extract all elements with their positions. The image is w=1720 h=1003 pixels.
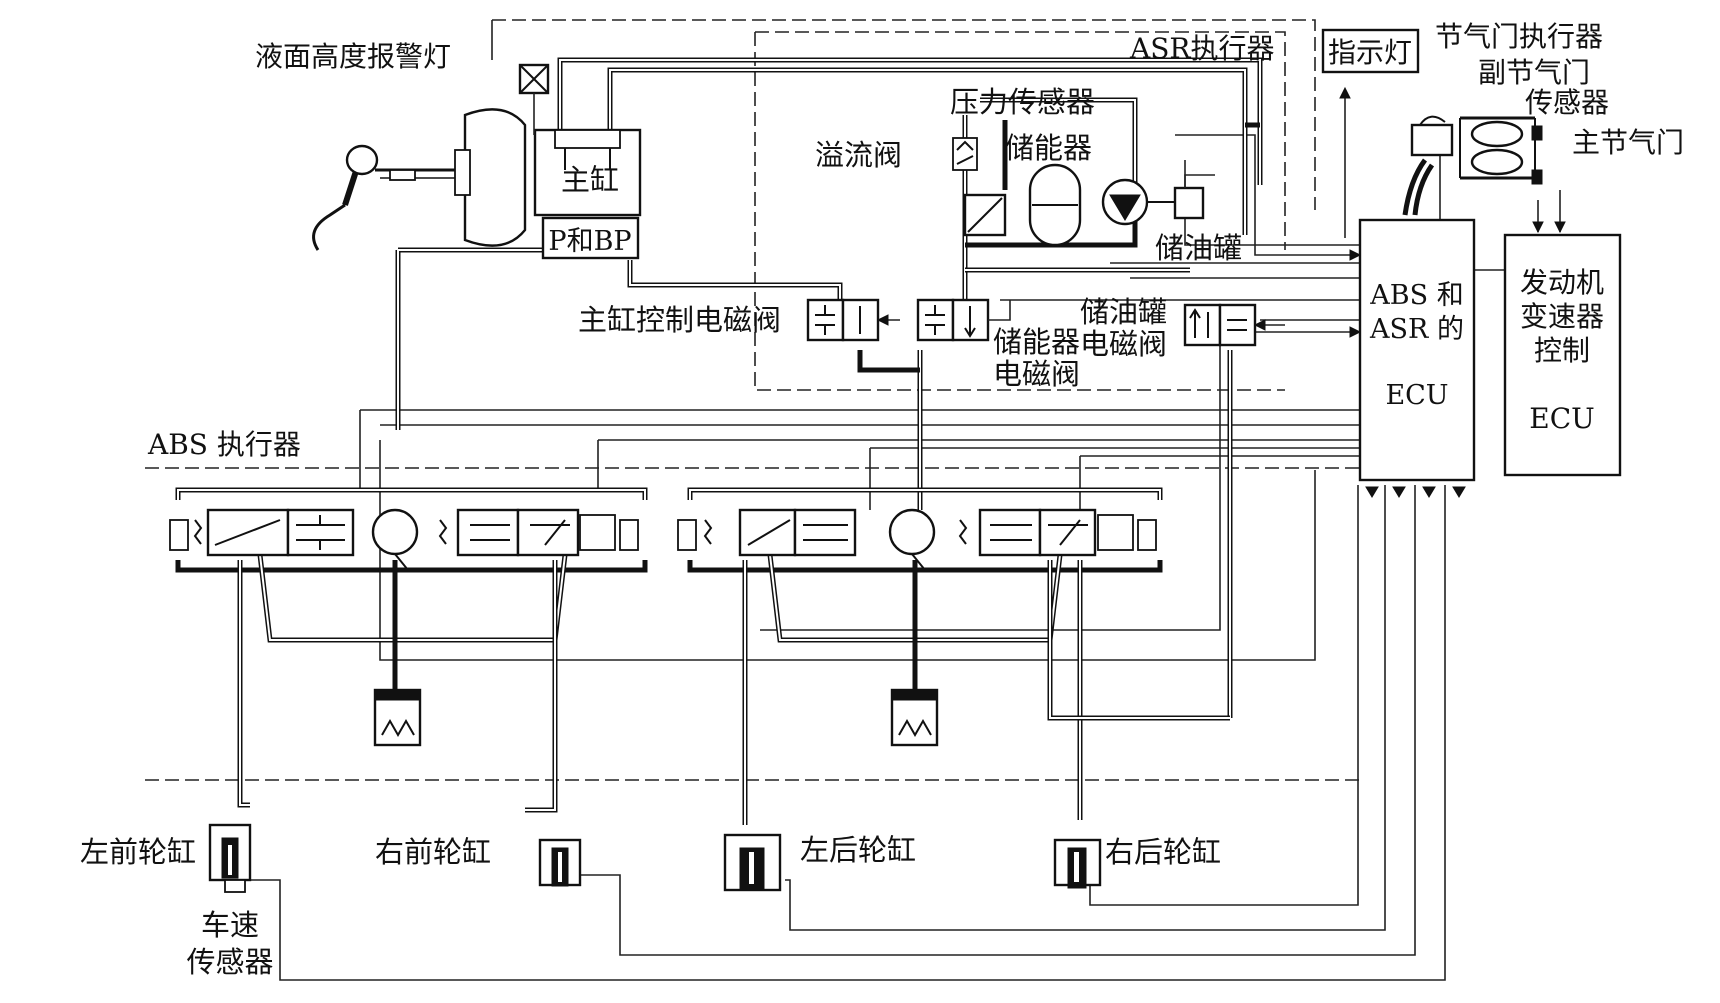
sub-throttle-sensor-label-2: 传感器 xyxy=(1525,86,1609,119)
abs-rear-valves xyxy=(677,508,1157,571)
engine-ecu-label-3: 控制 xyxy=(1534,334,1590,367)
engine-transmission-ecu xyxy=(1503,233,1622,477)
engine-ecu-label-4: ECU xyxy=(1529,402,1594,435)
reservoir-solenoid-label-2: 电磁阀 xyxy=(1080,327,1167,361)
throttle-actuator-label: 节气门执行器 xyxy=(1435,20,1603,53)
master-cylinder-solenoid-label: 主缸控制电磁阀 xyxy=(578,303,781,337)
accumulator-solenoid-label-2: 电磁阀 xyxy=(993,357,1080,391)
engine-ecu-label-2: 变速器 xyxy=(1520,300,1604,333)
front-left-wheel-cylinder-label: 左前轮缸 xyxy=(80,835,196,869)
front-left-wheel-cylinder-icon xyxy=(208,823,252,893)
relief-valve-label: 溢流阀 xyxy=(815,138,902,172)
sub-throttle-sensor-label-1: 副节气门 xyxy=(1478,56,1590,89)
indicator-lamp xyxy=(1321,28,1420,74)
abs-reservoir-front xyxy=(373,688,422,747)
reservoir-solenoid-valve xyxy=(1183,303,1285,347)
rear-left-wheel-cylinder-label: 左后轮缸 xyxy=(800,833,916,867)
speed-sensor-label-1: 车速 xyxy=(201,908,259,942)
signal-wires xyxy=(145,19,1566,981)
brake-booster xyxy=(463,108,527,247)
relief-valve-icon xyxy=(952,137,978,171)
accumulator-label: 储能器 xyxy=(1005,131,1092,165)
rear-right-wheel-cylinder-icon xyxy=(1053,838,1102,889)
accumulator-solenoid-valve xyxy=(916,298,1011,342)
speed-sensor-label-2: 传感器 xyxy=(186,945,273,979)
main-throttle-label: 主节气门 xyxy=(1572,126,1684,159)
reservoir-label: 储油罐 xyxy=(1155,231,1242,265)
pressure-sensor-label: 压力传感器 xyxy=(950,85,1095,119)
level-warning-lamp-label: 液面高度报警灯 xyxy=(255,40,451,73)
abs-asr-ecu-label-2: ASR 的 xyxy=(1369,314,1464,345)
p-and-bp-valve xyxy=(541,216,640,260)
level-warning-lamp-icon xyxy=(518,63,550,135)
indicator-lamp-label: 指示灯 xyxy=(1328,36,1412,69)
master-cylinder-solenoid-valve xyxy=(806,298,900,342)
rear-left-wheel-cylinder-icon xyxy=(723,833,782,892)
abs-asr-ecu-label-1: ABS 和 xyxy=(1369,280,1463,311)
abs-reservoir-rear xyxy=(890,688,939,747)
pressure-sensor-icon xyxy=(963,193,1007,237)
front-right-wheel-cylinder-icon xyxy=(538,838,582,887)
reservoir-solenoid-label-1: 储油罐 xyxy=(1080,295,1167,329)
abs-asr-ecu xyxy=(1358,218,1476,482)
master-cylinder-label: 主缸 xyxy=(561,163,619,197)
accumulator-icon xyxy=(1028,163,1082,247)
abs-asr-ecu-label-3: ECU xyxy=(1385,380,1448,411)
pump-motor-icon xyxy=(1101,174,1215,226)
abs-actuator-label: ABS 执行器 xyxy=(147,428,301,461)
throttle-body-icon xyxy=(1402,115,1543,216)
accumulator-solenoid-label-1: 储能器 xyxy=(993,325,1080,359)
engine-ecu-label-1: 发动机 xyxy=(1520,266,1604,299)
hydraulic-pipes xyxy=(175,57,1263,825)
asr-actuator-label: ASR执行器 xyxy=(1129,32,1275,65)
brake-pedal-assembly xyxy=(312,108,527,251)
p-and-bp-label: P和BP xyxy=(548,226,631,257)
rear-right-wheel-cylinder-label: 右后轮缸 xyxy=(1105,835,1221,869)
abs-front-valves xyxy=(169,508,639,571)
front-right-wheel-cylinder-label: 右前轮缸 xyxy=(375,835,491,869)
